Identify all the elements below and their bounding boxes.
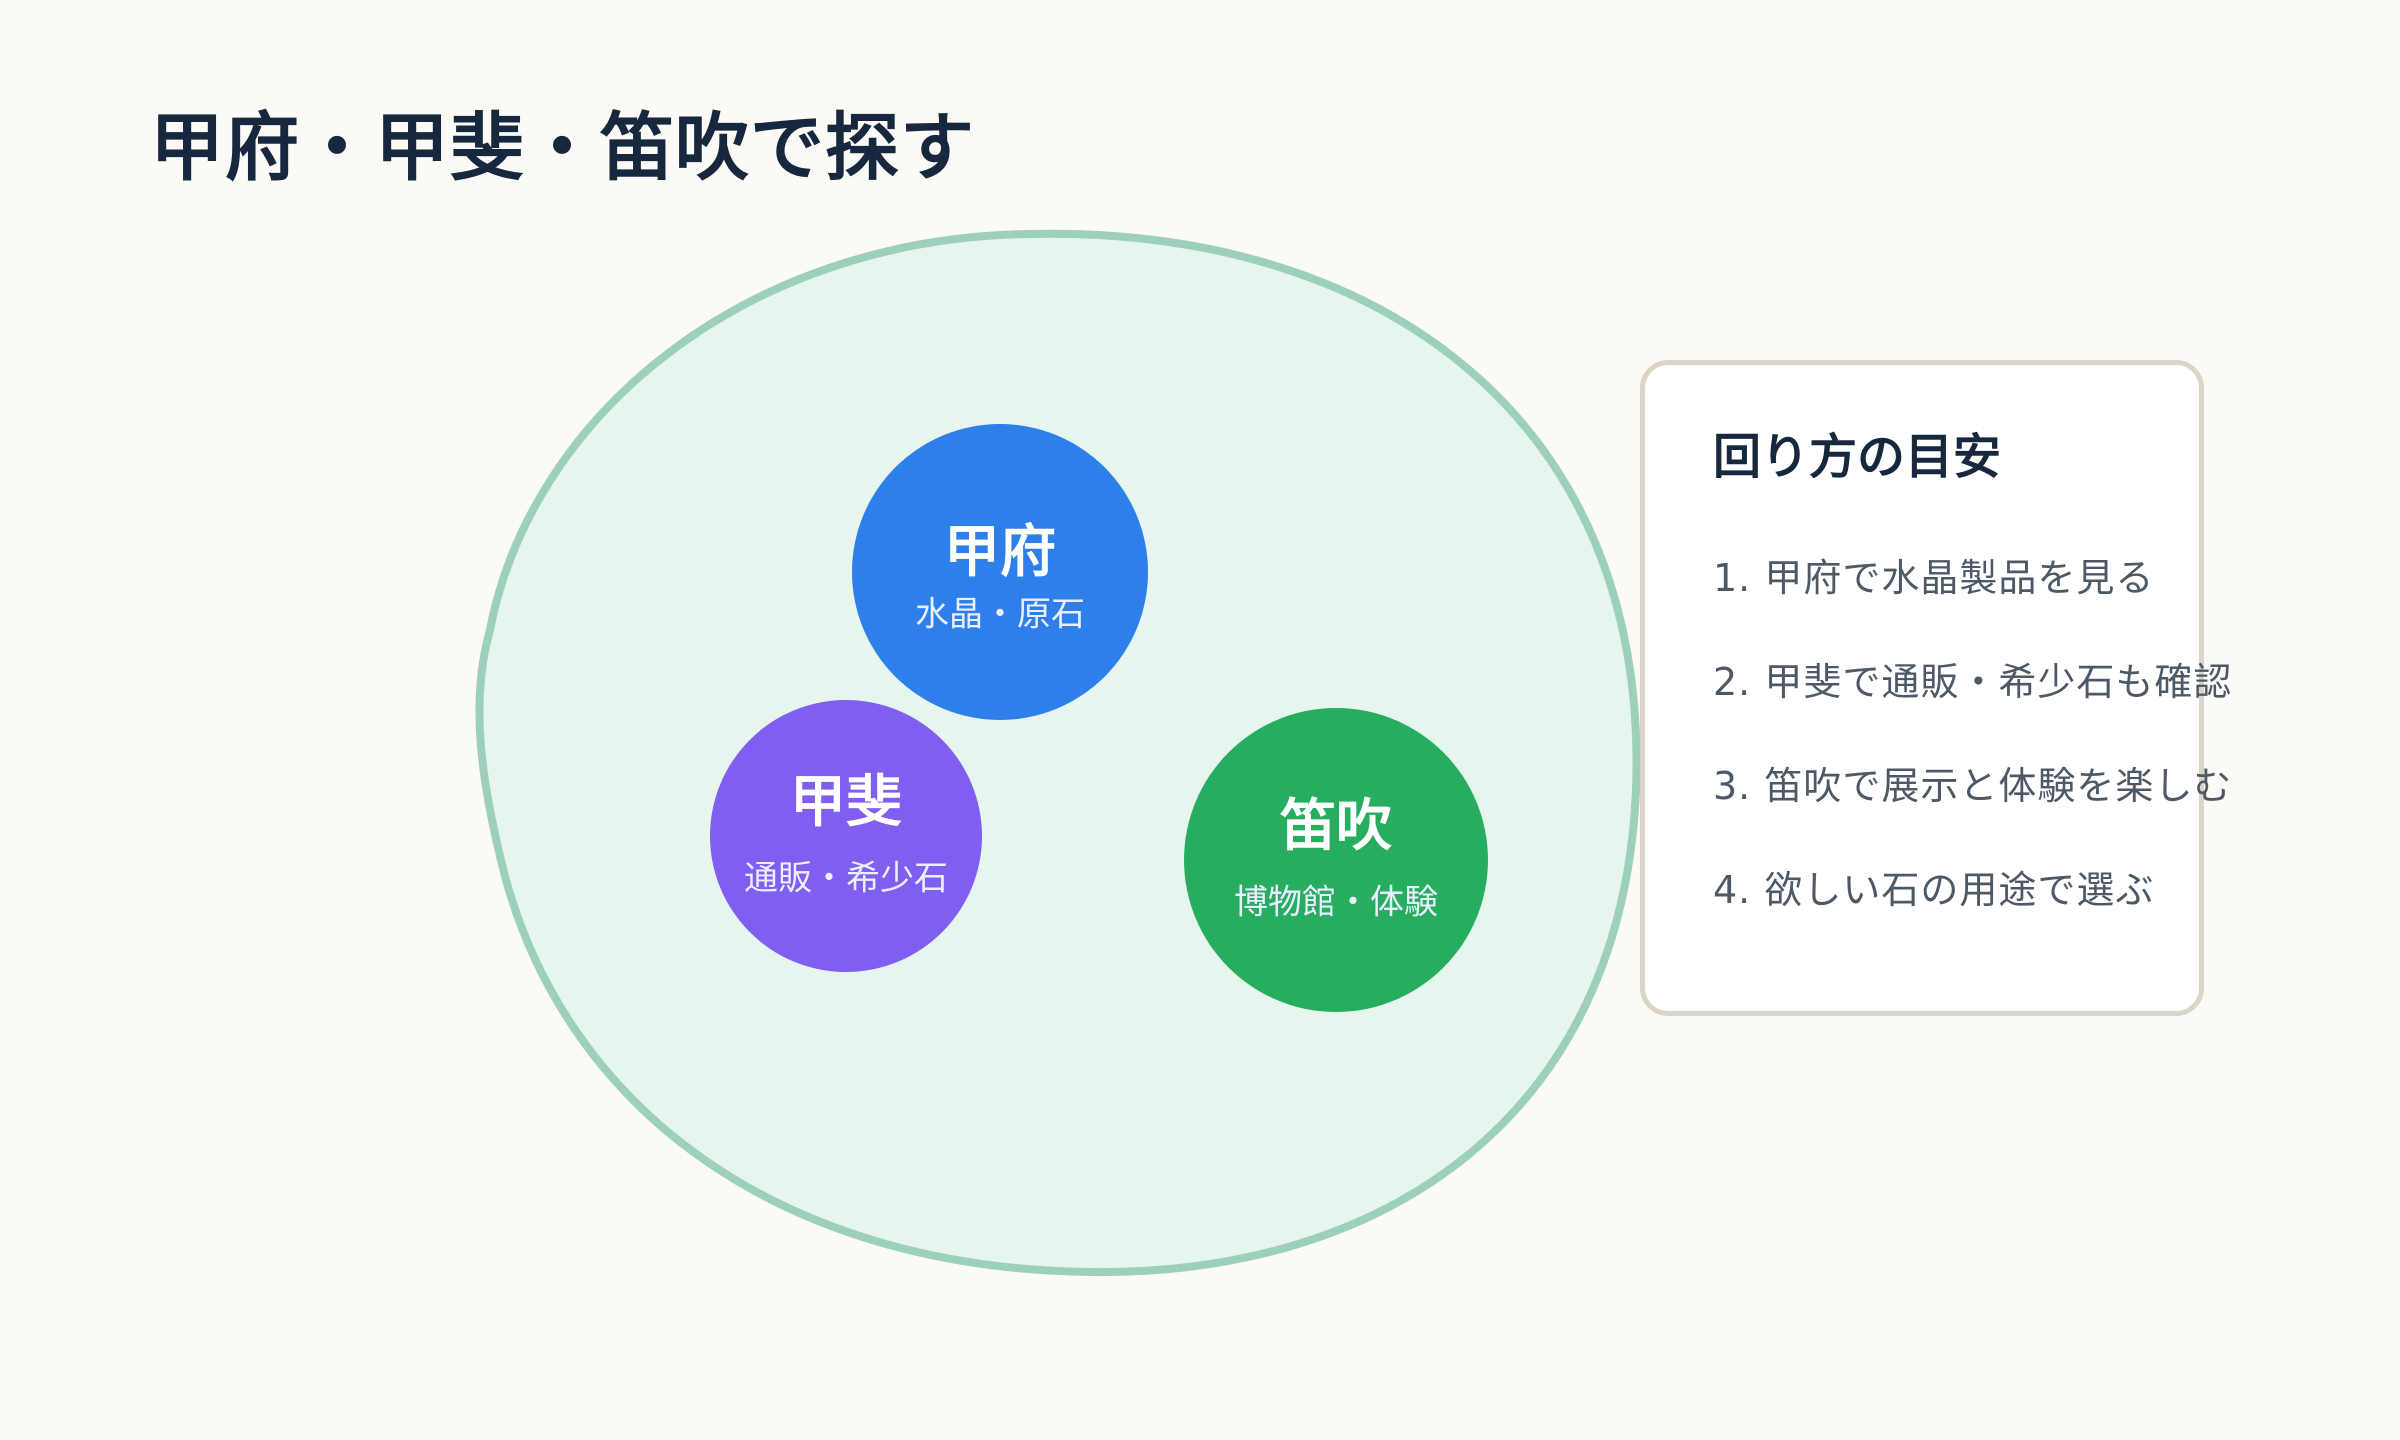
route-step-2: 2. 甲斐で通販・希少石も確認 [1713,660,2233,704]
area-fuefuki[interactable]: 笛吹 博物館・体験 [1184,708,1488,1012]
route-guide-card: 回り方の目安 1. 甲府で水晶製品を見る 2. 甲斐で通販・希少石も確認 3. … [1640,360,2231,1016]
route-step-4: 4. 欲しい石の用途で選ぶ [1713,868,2155,912]
area-circle-fuefuki [1184,708,1488,1012]
region-outline [475,229,1641,1277]
route-step-1: 1. 甲府で水晶製品を見る [1713,556,2155,600]
area-kai[interactable]: 甲斐 通販・希少石 [710,700,982,972]
route-guide-title: 回り方の目安 [1713,429,2002,485]
area-sub-kai: 通販・希少石 [744,859,948,899]
area-kofu[interactable]: 甲府 水晶・原石 [852,424,1148,720]
area-sub-kofu: 水晶・原石 [915,595,1085,635]
area-circle-kai [710,700,982,972]
area-name-kai: 甲斐 [790,770,902,835]
area-name-fuefuki: 笛吹 [1279,794,1392,859]
area-sub-fuefuki: 博物館・体験 [1234,883,1438,923]
area-circle-kofu [852,424,1148,720]
route-step-3: 3. 笛吹で展示と体験を楽しむ [1713,764,2233,808]
area-name-kofu: 甲府 [944,520,1056,585]
page-title: 甲府・甲斐・笛吹で探す [150,105,975,191]
